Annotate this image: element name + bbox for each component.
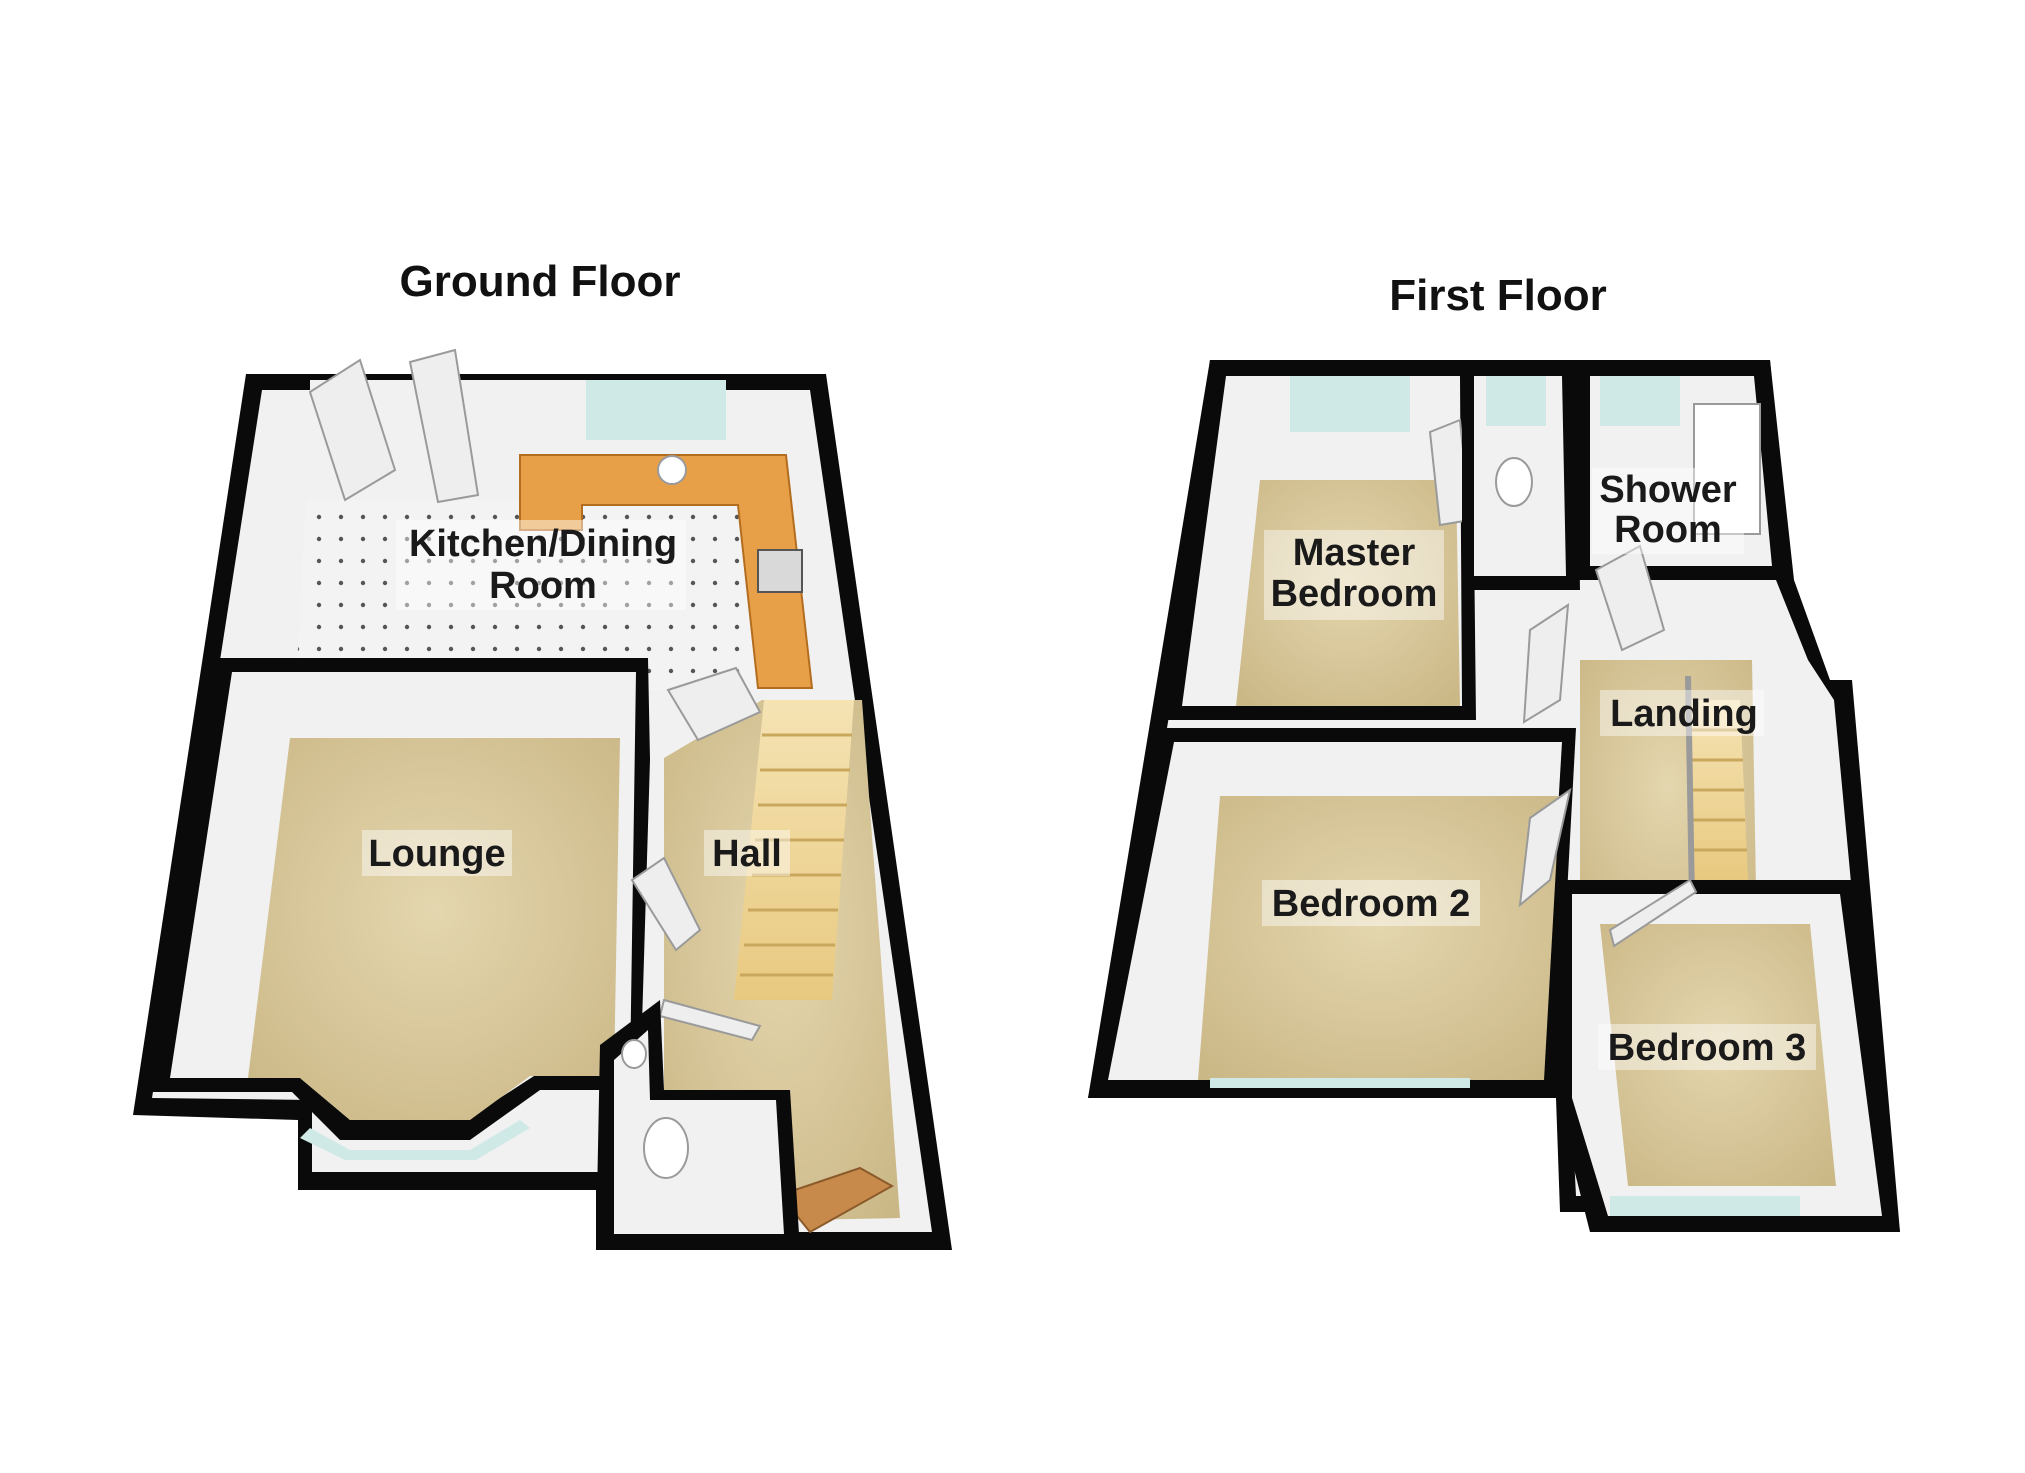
french-door-right [408,348,480,504]
lounge-label-bg [362,830,512,876]
ground-floor: Ground Floor Kitchen/Dining Room Lounge … [133,257,952,1250]
shower-label-line1: Shower [1599,469,1736,511]
master-label-line1: Master [1293,532,1416,574]
hall-label-bg [704,830,790,876]
bedroom3-floor [1600,924,1836,1186]
toilet-icon [643,1117,689,1179]
first-stair-treads [1690,728,1747,852]
shower-label-line2: Room [1614,509,1722,551]
bedroom2-door [1518,787,1572,908]
wc-door [658,998,762,1042]
shower-door [1594,544,1666,652]
lounge-label: Lounge [368,833,505,875]
master-window [1290,376,1410,432]
kitchen-label-line2: Room [489,565,597,607]
master-floor [1236,480,1460,706]
stair-banister [1685,675,1695,901]
lounge-bay-window [300,1120,530,1160]
ground-staircase [734,700,854,1000]
first-floor: First Floor Master Bedroom Shower Room L… [1088,271,1900,1232]
bedroom2-label: Bedroom 2 [1272,883,1470,925]
landing-label: Landing [1610,693,1758,735]
bedroom3-label: Bedroom 3 [1608,1027,1806,1069]
hall-label: Hall [712,833,782,875]
ground-floor-title: Ground Floor [399,257,680,306]
sink-icon [657,455,687,485]
bedroom2-window [1210,1078,1470,1088]
bedroom3-label-bg [1598,1024,1816,1070]
kitchen-window [586,380,726,440]
bedroom2-label-bg [1262,880,1480,926]
shower-label-bg [1592,468,1744,554]
first-wc-window [1486,376,1546,426]
front-door [778,1166,895,1234]
kitchen-label-line1: Kitchen/Dining [409,523,677,565]
lounge-door [630,856,702,952]
master-label-bg [1264,530,1444,620]
wc-basin-icon [621,1039,647,1069]
wc-cupboard-door [1522,603,1570,724]
kitchen-hall-door [666,666,762,742]
first-floor-title: First Floor [1389,271,1607,320]
french-door-left [308,358,397,502]
ground-stair-treads [740,733,852,977]
shower-tray-icon [1693,403,1761,535]
shower-window [1600,376,1680,426]
kitchen-label-bg [396,520,686,610]
bedroom3-window [1610,1196,1800,1216]
lounge-floor [248,738,620,1120]
bedroom3-door [1608,878,1698,948]
wc-wall-face [614,1030,784,1234]
bedroom2-floor [1198,796,1560,1080]
master-label-line2: Bedroom [1271,573,1438,615]
kitchen-counter [519,454,814,689]
landing-label-bg [1600,690,1764,736]
first-toilet-icon [1495,457,1533,507]
hob-icon [757,549,803,593]
